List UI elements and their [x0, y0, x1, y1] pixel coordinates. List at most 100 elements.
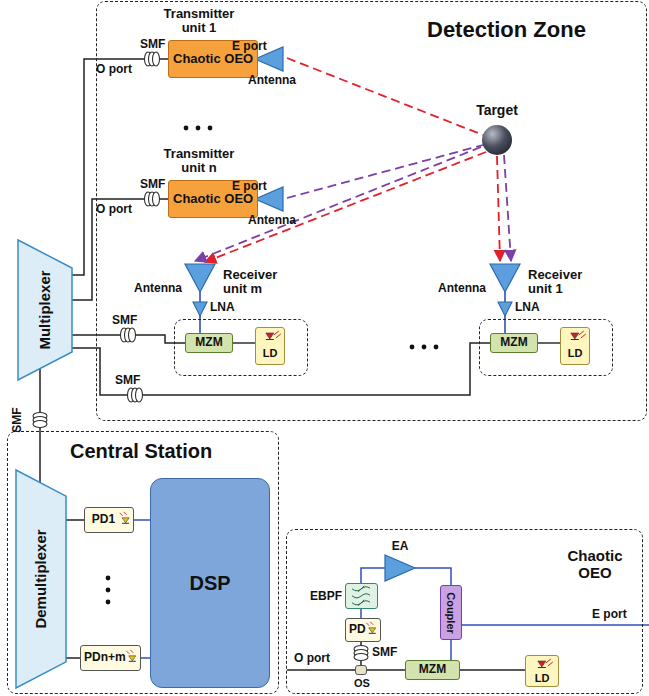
mzm-box: MZM: [490, 333, 538, 353]
ellipsis-dots: [410, 345, 415, 350]
annotation-label: O port: [294, 652, 330, 664]
ellipsis-dots: [208, 126, 213, 131]
fiber-coil: [129, 328, 136, 342]
annotation-label: E port: [232, 180, 267, 192]
ellipsis-dots: [434, 345, 439, 350]
laser-diode-symbol: [266, 331, 281, 340]
annotation-label: E port: [592, 608, 627, 620]
annotation-label: E port: [232, 40, 267, 52]
laser-diode-box: LD: [255, 327, 285, 365]
oeo-detail: EAEBPFPDCouplerMZMLDOSChaotic OEO: [287, 530, 642, 693]
node-text: Receiver unit m: [223, 268, 289, 297]
node-text: MZM: [500, 336, 527, 349]
annotation-label: Antenna: [134, 282, 182, 294]
triangle-outline: [385, 555, 415, 581]
laser-diode-box: LD: [560, 327, 590, 365]
lna-symbol: [498, 302, 512, 316]
annotation-label: LNA: [210, 301, 235, 313]
ellipsis-dots: [106, 600, 111, 605]
filter-symbol: [352, 586, 370, 606]
node-text: EA: [380, 540, 420, 553]
shape-outline: [346, 584, 377, 608]
radar-beam: [195, 58, 511, 262]
fiber-coil: [136, 388, 143, 402]
shape-outline: [385, 555, 415, 581]
connector-group: [40, 59, 525, 670]
ellipsis-dots: [422, 345, 427, 350]
node-text: OS: [350, 677, 374, 689]
node-text: LD: [263, 347, 278, 359]
annotation-label: SMF: [140, 178, 165, 190]
fiber-connector: [367, 669, 405, 671]
annotation-label: SMF: [112, 314, 137, 326]
fiber-coil: [354, 654, 368, 661]
trapezoid-outline: [16, 470, 66, 688]
annotation-label: SMF: [11, 407, 23, 432]
photodiode-symbol: [366, 622, 376, 634]
photodiode-box: PDn+m: [80, 645, 141, 671]
radar-beam: [287, 145, 483, 198]
fiber-connector: [450, 640, 452, 660]
node-text: Central Station: [70, 440, 270, 462]
annotation-label: SMF: [115, 374, 140, 386]
ellipsis-dots: [196, 126, 201, 131]
node-text: EBPF: [300, 590, 342, 603]
coupler-box: Coupler: [440, 585, 462, 640]
optical-fiber: [538, 342, 560, 343]
node-text: Chaotic OEO: [173, 52, 253, 66]
node-text: DSP: [189, 572, 230, 594]
fiber-connector: [415, 568, 451, 585]
fiber-coil: [153, 52, 160, 66]
optical-fiber: [233, 343, 560, 670]
antenna-symbol: [185, 47, 520, 292]
node-text: Transmitter unit n: [154, 147, 244, 176]
node-text: PD: [349, 623, 366, 636]
photodiode-box: PD1: [84, 507, 134, 533]
annotation-label: O port: [96, 63, 132, 75]
node-text: Detection Zone: [427, 18, 637, 42]
illustration: [33, 47, 649, 670]
lna-symbol: [193, 302, 512, 316]
electrical-wire: [462, 624, 649, 626]
fiber-coil: [153, 192, 160, 206]
receiver-unit: MZMLDReceiver unit 1: [480, 320, 612, 375]
fiber-connector: [460, 669, 525, 671]
amplifier-triangle: EA: [385, 555, 415, 581]
ellipsis-dots: [106, 576, 111, 581]
annotation-label: O port: [96, 203, 132, 215]
demultiplexer: Demultiplexer: [16, 470, 66, 688]
optical-fiber: [287, 669, 355, 670]
annotation-label: SMF: [140, 38, 165, 50]
annotation-label: Antenna: [248, 214, 296, 226]
annotation-label: Antenna: [438, 282, 486, 294]
central-station: Demultiplexer PD1PDn+m DSP Central Station: [8, 432, 278, 693]
node-text: Target: [467, 103, 527, 118]
node-text: Coupler: [445, 592, 457, 634]
node-text: MZM: [419, 663, 446, 676]
target-sphere: Target: [482, 125, 512, 155]
trapezoid-outline: [18, 240, 72, 380]
fiber-connector: [66, 519, 84, 521]
antenna-symbol: [185, 264, 215, 292]
node-text: LD: [535, 672, 550, 684]
fiber-connector: [360, 609, 362, 618]
node-text: MZM: [195, 336, 222, 349]
fiber-coil: [33, 421, 47, 428]
node-text: Receiver unit 1: [528, 268, 594, 297]
fiber-connector: [361, 568, 385, 583]
detection-zone: Transmitter unit 1Chaotic OEOTransmitter…: [97, 2, 646, 420]
node-text: PDn+m: [84, 651, 126, 664]
bandpass-filter: EBPF: [345, 583, 378, 609]
node-text: Chaotic OEO: [173, 192, 253, 206]
photodiode-symbol: [126, 650, 136, 662]
radar-beam: [287, 58, 483, 135]
receiver-unit: MZMLDReceiver unit m: [175, 320, 307, 375]
radar-beam: [497, 156, 500, 261]
fiber-connector: [134, 519, 150, 521]
node-text: PD1: [92, 513, 115, 526]
photodiode-box: PD: [345, 618, 381, 642]
optical-fiber: [233, 342, 255, 343]
annotation-label: LNA: [515, 301, 540, 313]
laser-diode-symbol: [538, 659, 553, 668]
laser-diode-symbol: [571, 331, 586, 340]
